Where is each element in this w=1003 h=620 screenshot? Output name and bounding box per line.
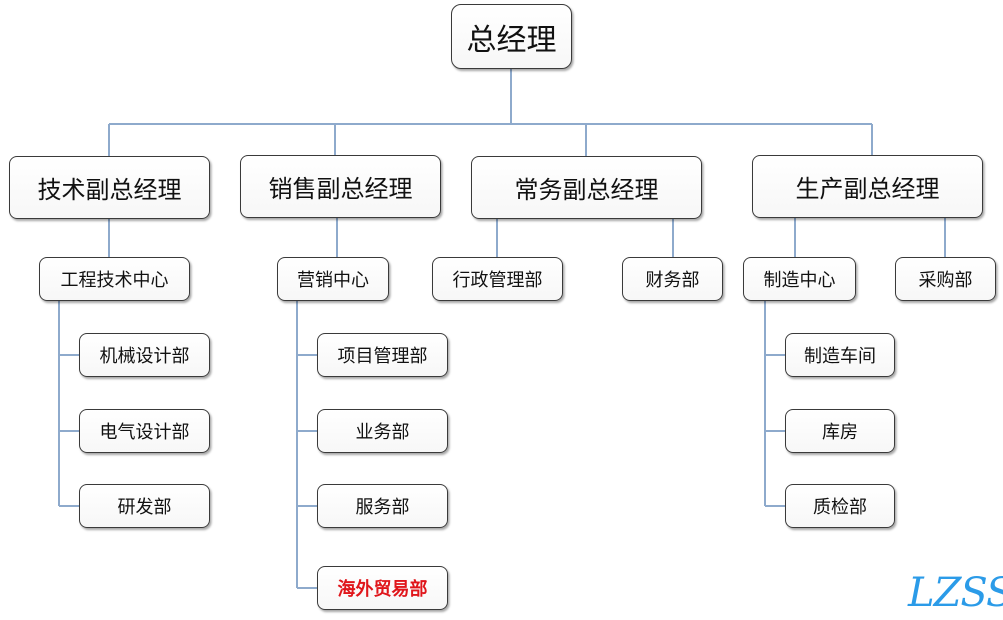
node-workshop: 制造车间 <box>785 333 895 377</box>
node-service-dept: 服务部 <box>317 484 448 528</box>
node-executive-vp: 常务副总经理 <box>471 156 702 219</box>
node-general-manager: 总经理 <box>451 4 572 69</box>
node-technical-vp: 技术副总经理 <box>9 156 210 219</box>
node-production-vp: 生产副总经理 <box>752 155 983 218</box>
node-electrical-design: 电气设计部 <box>79 409 210 453</box>
node-procurement-dept: 采购部 <box>895 257 996 301</box>
node-sales-vp: 销售副总经理 <box>240 155 441 218</box>
node-project-management: 项目管理部 <box>317 333 448 377</box>
node-mechanical-design: 机械设计部 <box>79 333 210 377</box>
node-engineering-center: 工程技术中心 <box>39 257 190 301</box>
node-warehouse: 库房 <box>785 409 895 453</box>
node-quality-inspection: 质检部 <box>785 484 895 528</box>
node-administration-dept: 行政管理部 <box>432 257 563 301</box>
node-overseas-trade: 海外贸易部 <box>317 566 448 610</box>
watermark-logo: LZSS <box>908 570 1003 616</box>
node-marketing-center: 营销中心 <box>277 257 389 301</box>
node-rnd: 研发部 <box>79 484 210 528</box>
node-business-dept: 业务部 <box>317 409 448 453</box>
node-manufacturing-center: 制造中心 <box>743 257 856 301</box>
node-finance-dept: 财务部 <box>622 257 723 301</box>
